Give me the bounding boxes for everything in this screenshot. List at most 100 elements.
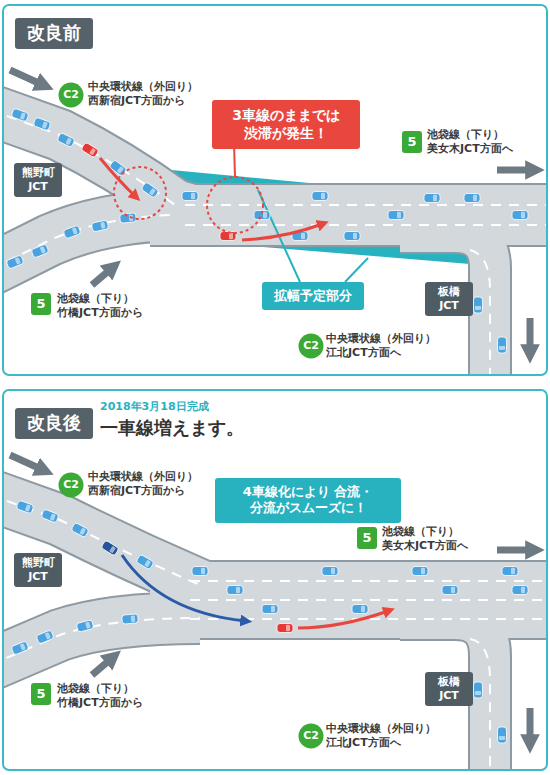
car <box>388 211 404 220</box>
car-body <box>424 194 440 203</box>
car-body <box>141 182 159 199</box>
route-label: 中央環状線（外回り） 江北JCT方面へ <box>326 722 451 751</box>
car-body <box>11 108 29 122</box>
road-surface <box>3 215 170 270</box>
lane-line <box>470 639 490 770</box>
car <box>474 682 483 698</box>
car-body <box>11 641 29 656</box>
car-body <box>33 117 51 131</box>
car-body <box>101 540 119 556</box>
congestion-ring <box>114 167 166 219</box>
car-body <box>352 605 368 614</box>
shield-circle <box>299 334 324 359</box>
car <box>41 509 59 523</box>
car-window <box>286 625 290 631</box>
car-body <box>412 567 428 576</box>
car-body <box>344 232 360 241</box>
road-surface <box>400 619 490 770</box>
car-body <box>322 567 338 576</box>
leader-line <box>345 258 368 282</box>
direction-arrow <box>298 611 388 628</box>
route-label: 池袋線（下り） 竹橋JCT方面から <box>57 682 182 711</box>
car-window <box>271 606 275 612</box>
car-window <box>20 643 26 650</box>
note-box: 拡幅予定部分 <box>262 282 364 310</box>
node-text: 4車線化により 合流・分流がスムーズに！ <box>227 484 389 517</box>
node-text: 5 <box>362 530 371 546</box>
car-body <box>6 255 24 270</box>
car-window <box>65 138 71 146</box>
car-window <box>511 568 515 574</box>
lane-line <box>190 599 547 601</box>
car-window <box>89 148 96 156</box>
car-window <box>331 568 335 574</box>
lane-line <box>3 215 170 270</box>
junction-box: 熊野町 JCT <box>14 553 62 587</box>
car-body <box>182 192 198 201</box>
car <box>31 244 49 259</box>
car <box>33 117 51 131</box>
car-body <box>312 192 328 201</box>
direction-arrow <box>10 455 43 470</box>
lane-line <box>3 110 175 205</box>
car-window <box>236 587 240 593</box>
route-label: 池袋線（下り） 竹橋JCT方面から <box>57 292 182 321</box>
direction-arrow <box>497 167 533 174</box>
car <box>63 225 81 239</box>
car-body <box>71 522 89 537</box>
node-text: 5 <box>36 686 45 702</box>
node-text: 熊野町 JCT <box>18 166 58 194</box>
car-window <box>144 560 151 568</box>
car <box>464 194 480 203</box>
car <box>76 620 94 633</box>
car-body <box>498 727 507 743</box>
route-shield: 5 <box>31 683 51 705</box>
car-window <box>473 195 477 201</box>
shield-square <box>357 527 377 549</box>
car <box>16 500 34 514</box>
panel-border <box>3 5 547 375</box>
callout-box: 3車線のままでは 渋滞が発生！ <box>212 100 360 149</box>
route-label: 中央環状線（外回り） 江北JCT方面へ <box>326 332 451 361</box>
car <box>498 727 507 743</box>
node-text: C2 <box>63 88 79 102</box>
car-window <box>361 606 365 612</box>
node-text: 5 <box>407 134 416 150</box>
car <box>136 554 154 570</box>
car-window <box>109 546 116 554</box>
car-window <box>45 632 51 639</box>
car-body <box>76 620 94 633</box>
route-shield: C2 <box>58 82 84 108</box>
car-body <box>498 337 507 353</box>
car-body <box>136 554 154 570</box>
car-window <box>42 121 48 128</box>
car <box>182 192 198 201</box>
car-body <box>512 211 528 220</box>
car-body <box>512 586 528 595</box>
node-text: 板橋 JCT <box>429 285 469 313</box>
car <box>277 624 293 633</box>
shield-circle <box>299 724 324 749</box>
car-body <box>474 682 483 698</box>
car-body <box>57 132 75 147</box>
panel <box>0 5 550 400</box>
lane-line <box>185 204 547 206</box>
car <box>36 630 54 645</box>
lane-line <box>470 250 490 375</box>
car-window <box>263 212 267 218</box>
car-window <box>499 736 505 740</box>
junction-box: 板橋 JCT <box>425 282 473 316</box>
route-shield: 5 <box>31 293 51 315</box>
panel-tag: 改良後 <box>15 408 93 439</box>
car <box>512 211 528 220</box>
route-shield: C2 <box>298 723 324 749</box>
junction-box: 熊野町 JCT <box>14 163 62 197</box>
car-window <box>433 195 437 201</box>
car-body <box>464 194 480 203</box>
car <box>442 586 458 595</box>
route-label: 池袋線（下り） 美女木JCT方面へ <box>427 128 550 157</box>
car-window <box>229 233 233 239</box>
car <box>11 641 29 656</box>
car <box>141 182 159 199</box>
